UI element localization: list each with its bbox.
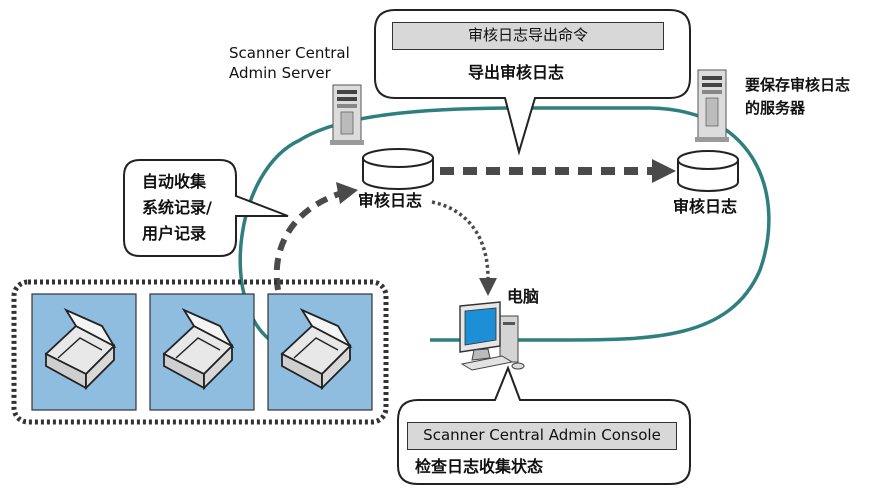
admin-server-label-line2: Admin Server: [229, 64, 331, 82]
scanner-1-icon: [31, 293, 137, 411]
callout-top-text: 导出审核日志: [468, 63, 565, 82]
callout-bottom-text: 检查日志收集状态: [415, 457, 544, 476]
callout-left-line3: 用户记录: [142, 224, 207, 243]
scanner-group-border: [11, 279, 389, 425]
right-server-label-line2: 的服务器: [745, 99, 806, 117]
scanner-2-icon: [149, 293, 255, 411]
admin-server-icon: [330, 84, 364, 145]
right-server-label-line1: 要保存审核日志: [745, 76, 851, 94]
callout-left-line2: 系统记录/: [142, 198, 212, 217]
callout-bottom-header: Scanner Central Admin Console: [407, 422, 677, 450]
audit-log-right-label: 审核日志: [673, 197, 738, 216]
audit-log-left-label: 审核日志: [358, 191, 423, 210]
target-server-icon: [695, 69, 729, 142]
scanner-3-icon: [267, 293, 373, 411]
collect-arrow: [273, 189, 346, 291]
computer-icon: [459, 301, 525, 371]
computer-label: 电脑: [507, 287, 540, 306]
audit-log-right-cylinder-icon: [677, 150, 739, 192]
callout-left-line1: 自动收集: [142, 172, 207, 191]
callout-top-header: 审核日志导出命令: [392, 22, 664, 50]
admin-server-label-line1: Scanner Central: [229, 44, 350, 62]
callout-left-bubble: [123, 159, 289, 257]
audit-log-left-cylinder-icon: [362, 148, 434, 190]
view-arrow: [431, 200, 490, 279]
